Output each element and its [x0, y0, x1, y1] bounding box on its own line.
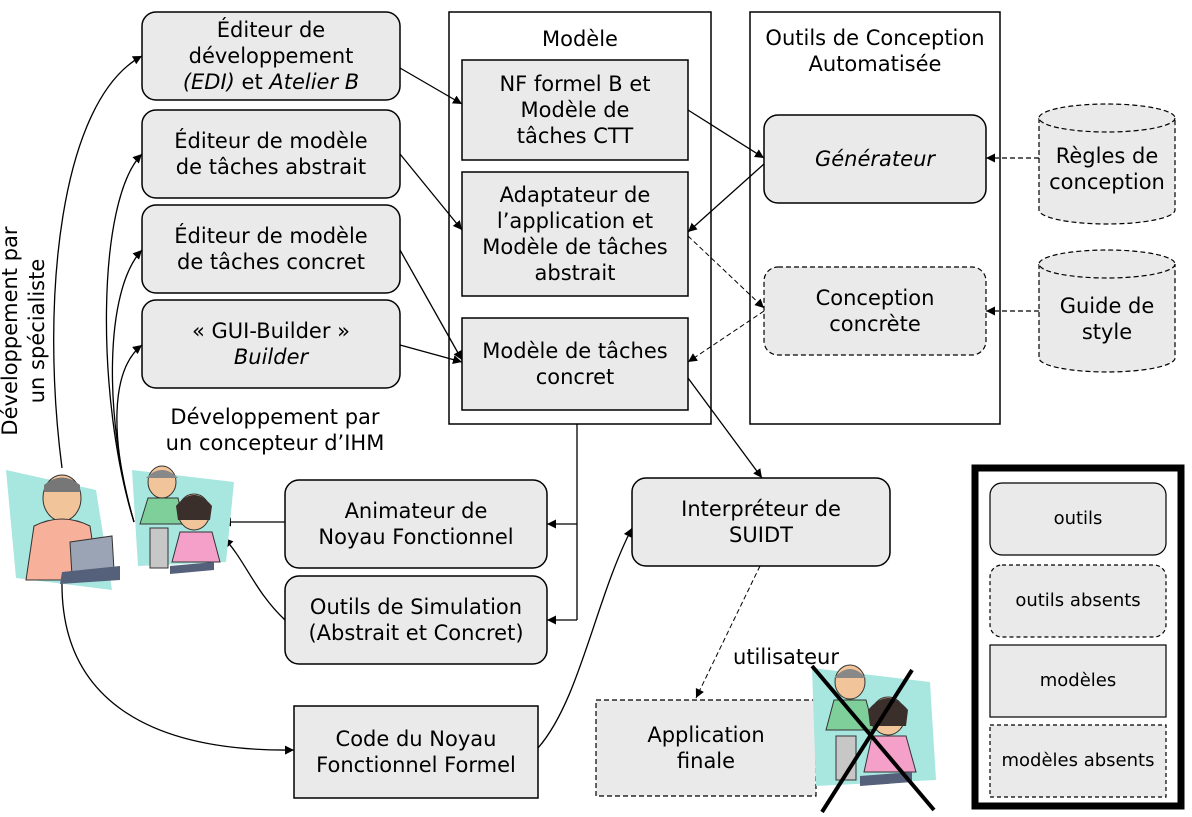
regles-database-label: Règles de conception [1049, 144, 1165, 194]
user-cross-line-2 [820, 668, 914, 814]
arrow-generateur-to-adaptateur [687, 163, 765, 233]
arrow-simulation-to-concepteur [223, 537, 286, 621]
legend-modeles-label: modèles [1039, 670, 1117, 691]
edi-label-line2: développement [188, 44, 354, 68]
modele-column-frame [448, 11, 712, 425]
nf-formel-model-label: NF formel B et Modèle de tâches CTT [499, 72, 651, 148]
legend-modeles-swatch [989, 644, 1167, 718]
simulation-label: Outils de Simulation (Abstrait et Concre… [308, 595, 524, 645]
concepteur-clipart [132, 465, 234, 574]
regles-database [1038, 103, 1176, 225]
concrete-task-model-box [461, 317, 689, 411]
arrow-edi-to-nf [399, 67, 463, 105]
gui-builder-line1: « GUI-Builder » [192, 319, 350, 343]
code-noyau-label: Code du Noyau Fonctionnel Formel [316, 727, 516, 777]
specialiste-label: Développement par un spécialiste [0, 226, 49, 436]
arrow-conception-to-concrete-model [687, 310, 765, 363]
adaptateur-model-label: Adaptateur de l’application et Modèle de… [482, 183, 668, 285]
animateur-label: Animateur de Noyau Fonctionnel [318, 499, 514, 549]
arrow-adaptateur-to-conception [687, 235, 765, 309]
interpreteur-box [631, 477, 891, 567]
arrow-concrete-model-to-interpreteur [687, 377, 763, 479]
arrow-builder-to-concrete-model [399, 344, 463, 364]
arrow-interpreteur-to-application [695, 565, 761, 699]
edi-label: Éditeur de développement (EDI) et Atelie… [142, 12, 400, 100]
gui-builder-label: « GUI-Builder » Builder [142, 300, 400, 388]
legend-outils-swatch [989, 482, 1167, 556]
conception-concrete-box [763, 266, 987, 356]
arrow-concrete-editor-to-concrete-model [399, 249, 463, 361]
arrow-specialiste-to-code [61, 579, 295, 755]
modele-column-title: Modèle [542, 27, 618, 51]
interpreteur-label: Interpréteur de SUIDT [681, 497, 841, 547]
atelier-b-label: Atelier B [269, 70, 360, 94]
concrete-task-editor-label: Éditeur de modèle de tâches concret [174, 224, 368, 274]
application-box [595, 699, 817, 797]
outils-column-title: Outils de Conception Automatisée [765, 26, 985, 76]
legend-modeles-absents-swatch [989, 724, 1167, 798]
edi-label-line3: (EDI) et Atelier B [183, 69, 359, 95]
arrow-specialiste-to-edi [53, 55, 143, 469]
legend-outils-label: outils [1053, 508, 1103, 529]
concrete-task-model-label: Modèle de tâches concret [482, 339, 668, 389]
arrow-concepteur-to-abstract-editor [105, 153, 143, 523]
utilisateur-label: utilisateur [733, 645, 839, 669]
guide-database [1038, 249, 1176, 373]
conception-concrete-label: Conception concrète [815, 286, 935, 336]
edi-label-line1: Éditeur de [216, 18, 326, 42]
arrow-abstract-editor-to-adaptateur [399, 153, 463, 231]
concepteur-label: Développement par un concepteur d’IHM [165, 405, 385, 455]
code-noyau-box [293, 705, 539, 799]
abstract-task-editor-label: Éditeur de modèle de tâches abstrait [174, 129, 368, 179]
edi-connector: et [234, 70, 270, 94]
gui-builder-box [141, 299, 401, 389]
legend-outils-absents-label: outils absents [1015, 590, 1141, 611]
arrow-concepteur-to-builder [116, 344, 143, 523]
application-label: Application finale [647, 723, 765, 773]
legend-outils-absents-swatch [989, 564, 1167, 638]
arrow-code-to-interpreteur [537, 527, 633, 749]
utilisateur-clipart [812, 664, 936, 786]
concrete-task-editor-box [141, 204, 401, 294]
arrow-nf-to-generateur [687, 109, 765, 159]
legend-modeles-absents-label: modèles absents [1001, 750, 1155, 771]
specialiste-clipart [6, 470, 120, 590]
guide-database-label: Guide de style [1059, 294, 1155, 344]
outils-column-frame [749, 11, 1001, 425]
builder-line2: Builder [233, 345, 309, 369]
adaptateur-model-box [461, 171, 689, 297]
generateur-label: Générateur [814, 147, 936, 171]
edi-acronym: (EDI) [182, 70, 235, 94]
user-cross-line-1 [810, 664, 936, 812]
